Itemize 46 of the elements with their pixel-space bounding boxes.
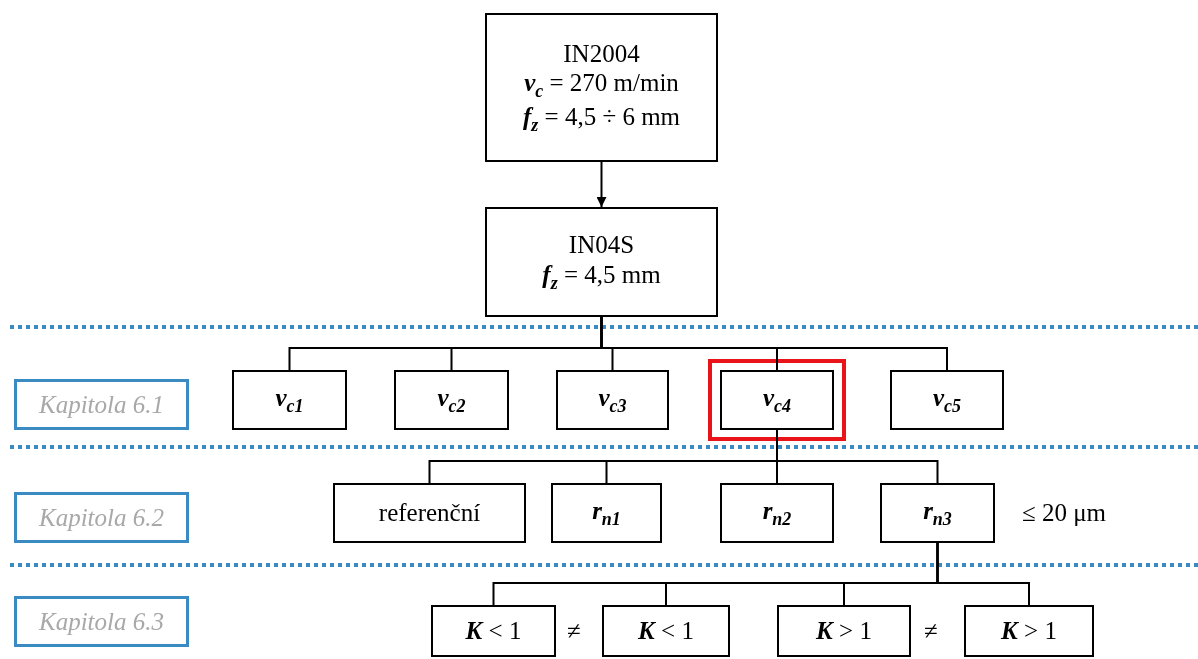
chapter-box: [14, 379, 189, 430]
process-box: [890, 370, 1004, 430]
chapter-box: [14, 492, 189, 543]
process-box: [485, 207, 718, 317]
node-text: K > 1: [816, 616, 872, 646]
node-text: v$_{c4}$: [762, 382, 792, 418]
node-text: r$_{n3}$: [923, 495, 952, 531]
chapter-label: Kapitola 6.1: [39, 389, 164, 420]
process-box: [602, 605, 730, 657]
node-text: f$_{z}$ = 4,5 mm: [542, 259, 661, 294]
node-text: v$_{c3}$: [598, 382, 627, 418]
not-equal-sign: ≠: [567, 618, 581, 643]
chapter-box: [14, 596, 189, 647]
node-text: v$_{c5}$: [932, 382, 962, 418]
process-box: [232, 370, 347, 430]
process-box: [333, 483, 526, 543]
process-box: [556, 370, 669, 430]
node-text: v$_{c1}$: [275, 382, 304, 418]
tolerance-note: ≤ 20 μm: [1022, 500, 1107, 525]
node-text: K < 1: [638, 616, 694, 646]
chapter-label: Kapitola 6.3: [39, 606, 164, 637]
process-box: [485, 13, 718, 162]
not-equal-sign: ≠: [924, 618, 938, 643]
node-text: K < 1: [465, 616, 522, 646]
node-text: f$_{z}$ = 4,5 ÷ 6 mm: [522, 102, 681, 137]
node-text: referenční: [378, 498, 481, 528]
node-text: IN04S: [568, 230, 635, 260]
node-text: IN2004: [563, 38, 640, 68]
process-box: [551, 483, 662, 543]
chapter-label: Kapitola 6.2: [39, 502, 164, 533]
node-text: r$_{n1}$: [592, 495, 621, 531]
process-box: [777, 605, 911, 657]
node-text: r$_{n2}$: [762, 495, 792, 531]
connector-line: [776, 429, 939, 484]
process-box: [720, 370, 834, 430]
process-box: [964, 605, 1094, 657]
node-text: v$_{c}$ = 270 m/min: [524, 68, 679, 103]
process-box: [431, 605, 556, 657]
connector-line: [936, 542, 1030, 606]
process-box: [394, 370, 509, 430]
process-box: [880, 483, 995, 543]
node-text: K > 1: [1001, 616, 1057, 646]
node-text: v$_{c2}$: [437, 382, 466, 418]
connector-line: [600, 316, 948, 371]
process-box: [720, 483, 834, 543]
arrow: [596, 161, 607, 208]
